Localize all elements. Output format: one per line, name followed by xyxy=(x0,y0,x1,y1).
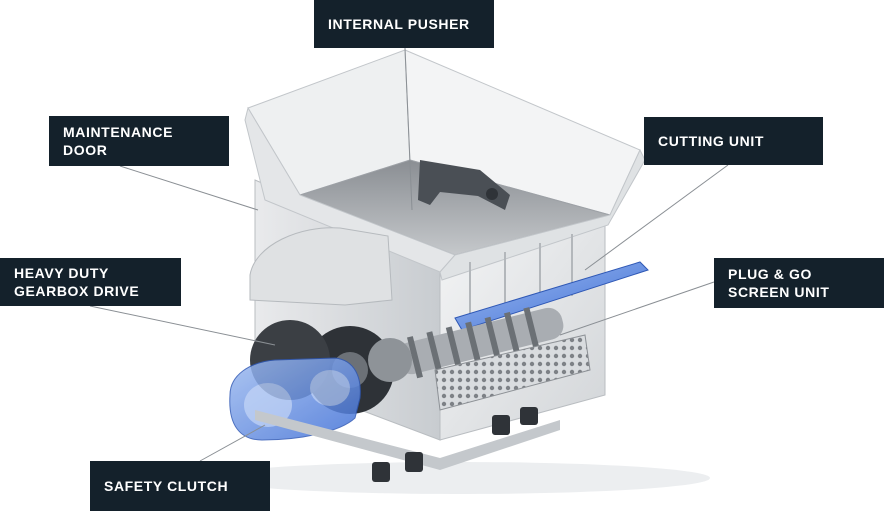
callout-maintenance-door: MAINTENANCE DOOR xyxy=(49,116,229,166)
callout-plug-and-go-screen-unit: PLUG & GO SCREEN UNIT xyxy=(714,258,884,308)
callout-internal-pusher-text: INTERNAL PUSHER xyxy=(328,15,470,33)
callout-internal-pusher: INTERNAL PUSHER xyxy=(314,0,494,48)
callout-screen-unit-text: PLUG & GO SCREEN UNIT xyxy=(728,265,870,301)
pusher-pivot xyxy=(486,188,498,200)
callout-maintenance-door-text: MAINTENANCE DOOR xyxy=(63,123,215,159)
callout-cutting-unit-text: CUTTING UNIT xyxy=(658,132,764,150)
callout-cutting-unit: CUTTING UNIT xyxy=(644,117,823,165)
callout-heavy-duty-gearbox-drive: HEAVY DUTY GEARBOX DRIVE xyxy=(0,258,181,306)
flange xyxy=(368,338,412,382)
ground-shadow xyxy=(210,462,710,494)
callout-gearbox-text: HEAVY DUTY GEARBOX DRIVE xyxy=(14,264,167,300)
callout-safety-clutch-text: SAFETY CLUTCH xyxy=(104,477,228,495)
callout-safety-clutch: SAFETY CLUTCH xyxy=(90,461,270,511)
